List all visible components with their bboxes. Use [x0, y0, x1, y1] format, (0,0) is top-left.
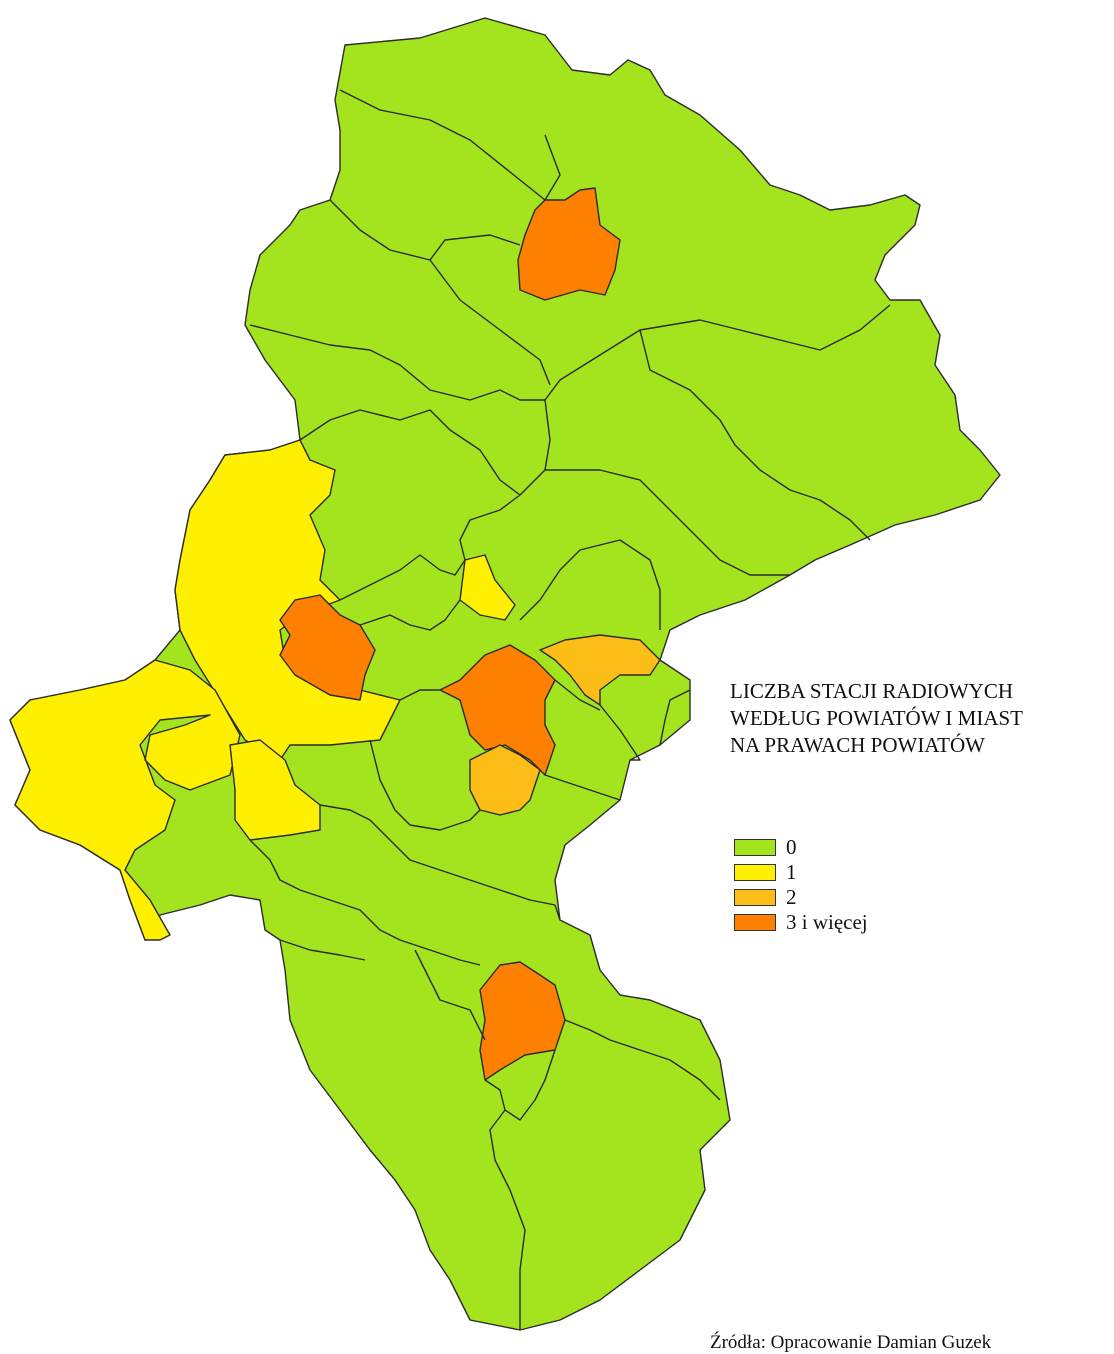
region-bielsko	[479, 961, 566, 1081]
region-tychy	[469, 744, 541, 816]
region-gliwice	[279, 594, 376, 701]
legend-swatch	[734, 839, 776, 856]
title-line: WEDŁUG POWIATÓW I MIAST	[730, 706, 1023, 730]
title-line: NA PRAWACH POWIATÓW	[730, 733, 985, 757]
legend-label: 0	[786, 835, 797, 859]
region-sosnowiec	[539, 634, 661, 706]
legend-swatch	[734, 889, 776, 906]
region-rybnik	[229, 739, 321, 841]
legend-item: 1	[734, 860, 868, 885]
source-note: Źródła: Opracowanie Damian Guzek	[710, 1332, 992, 1353]
legend-label: 3 i więcej	[786, 910, 868, 934]
region-bytom	[459, 554, 516, 621]
map-legend: 0 1 2 3 i więcej	[734, 835, 868, 935]
legend-label: 2	[786, 885, 797, 909]
title-line: LICZBA STACJI RADIOWYCH	[730, 679, 1013, 703]
region-czestochowa	[517, 187, 621, 301]
county-lines	[249, 89, 891, 1330]
legend-item: 3 i więcej	[734, 910, 868, 935]
legend-label: 1	[786, 860, 797, 884]
map-title: LICZBA STACJI RADIOWYCH WEDŁUG POWIATÓW …	[730, 678, 1110, 759]
legend-item: 0	[734, 835, 868, 860]
legend-item: 2	[734, 885, 868, 910]
legend-swatch	[734, 914, 776, 931]
legend-swatch	[734, 864, 776, 881]
region-southwest	[9, 659, 241, 941]
